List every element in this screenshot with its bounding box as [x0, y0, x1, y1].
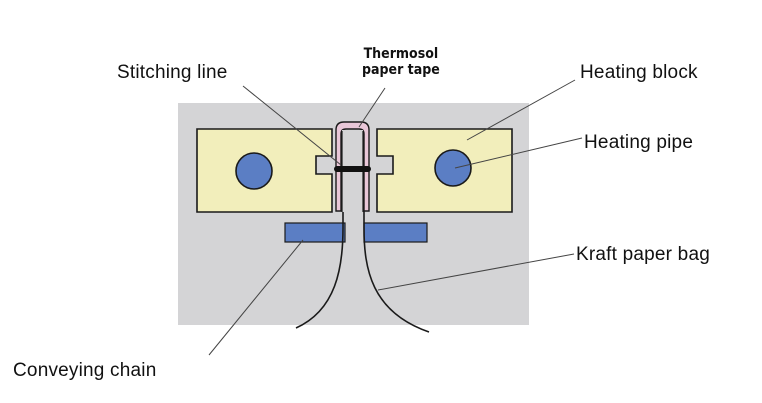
left-conveying-chain	[284, 222, 346, 243]
kraft-bag-right-ply	[363, 132, 430, 333]
leader-conveying-chain	[208, 239, 304, 356]
label-heating-block: Heating block	[580, 62, 698, 83]
right-conveying-chain	[363, 222, 428, 243]
left-heating-pipe	[235, 152, 273, 190]
leader-kraft-paper-bag	[377, 253, 575, 291]
label-heating-pipe: Heating pipe	[584, 132, 694, 153]
label-thermosol-tape-line2: paper tape	[362, 62, 440, 79]
label-stitching-line: Stitching line	[117, 62, 228, 83]
leader-stitching-line	[242, 85, 342, 166]
label-thermosol-tape: Thermosol paper tape	[362, 46, 440, 78]
thermosol-tape	[335, 121, 370, 212]
label-kraft-paper-bag: Kraft paper bag	[576, 244, 710, 265]
stitching-line	[334, 166, 371, 172]
label-conveying-chain: Conveying chain	[13, 360, 157, 381]
leader-heating-block	[466, 79, 576, 141]
right-heating-pipe	[434, 149, 472, 187]
kraft-bag-left-ply	[295, 132, 344, 329]
leader-heating-pipe	[454, 137, 583, 169]
leader-thermosol-tape	[358, 87, 386, 128]
label-thermosol-tape-line1: Thermosol	[363, 46, 439, 62]
